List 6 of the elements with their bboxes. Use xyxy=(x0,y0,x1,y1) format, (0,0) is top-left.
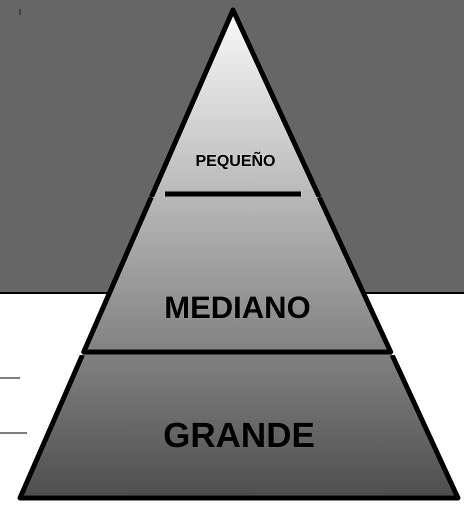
tier-label: MEDIANO xyxy=(164,292,311,322)
pyramid-tier xyxy=(148,5,323,197)
tier-label: GRANDE xyxy=(163,418,315,452)
tier-label: PEQUEÑO xyxy=(195,154,276,170)
pyramid-tier xyxy=(79,197,396,355)
pyramid-tier xyxy=(17,355,461,501)
